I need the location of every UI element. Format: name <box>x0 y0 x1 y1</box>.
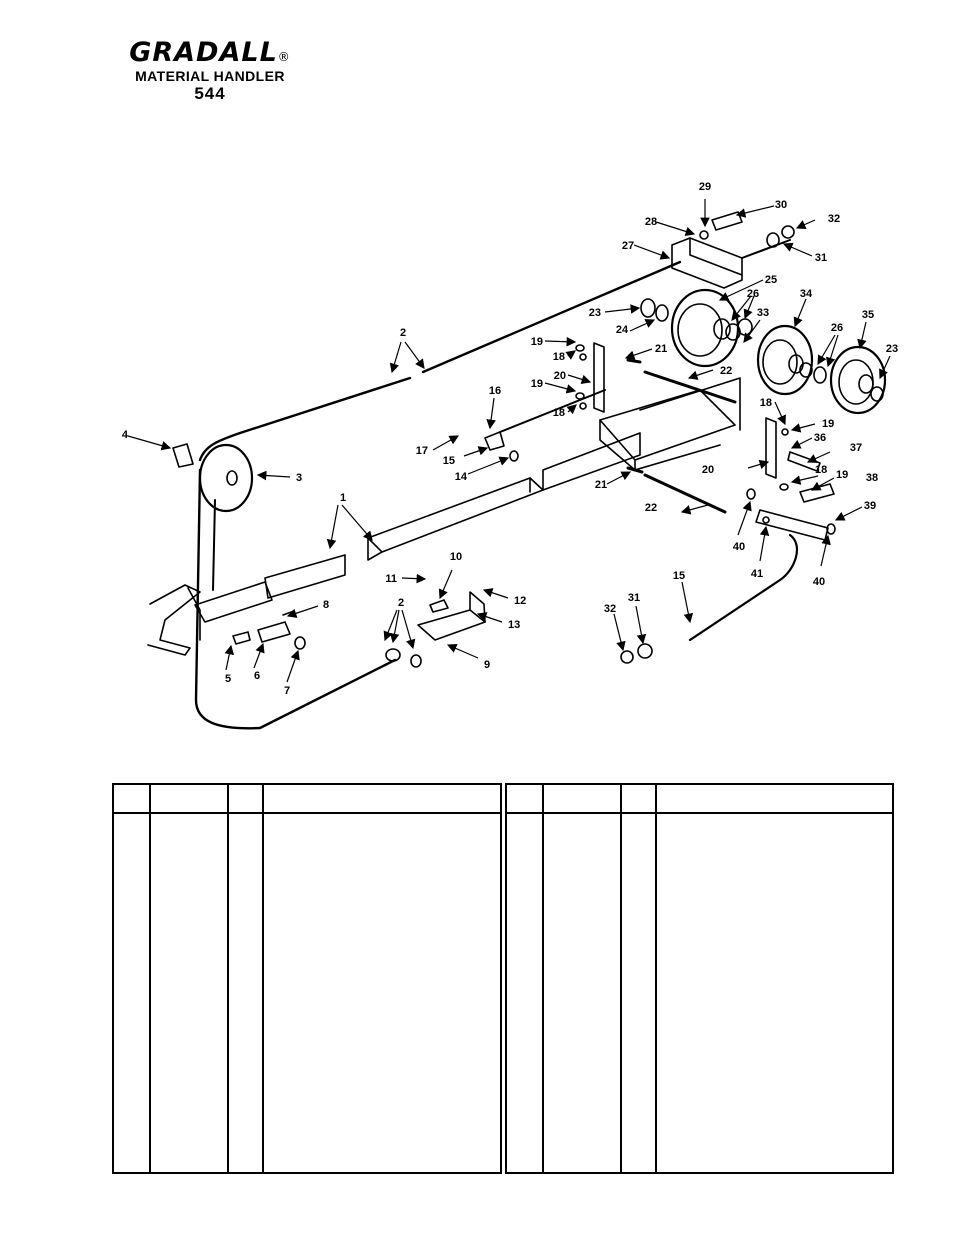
column-divider <box>542 785 544 1172</box>
callout-21-a: 21 <box>655 343 667 355</box>
callout-31-bottom: 31 <box>628 592 640 604</box>
callout-labels: 2 4 3 1 5 6 7 8 9 10 11 12 13 14 15 15 1… <box>122 181 898 697</box>
callout-31-top: 31 <box>815 252 827 264</box>
callout-21-b: 21 <box>595 479 607 491</box>
callout-32-bottom: 32 <box>604 603 616 615</box>
callout-33: 33 <box>757 307 769 319</box>
callout-19-c: 19 <box>822 418 834 430</box>
callout-27: 27 <box>622 240 634 252</box>
callout-9: 9 <box>484 659 490 671</box>
callout-1: 1 <box>340 492 346 504</box>
parts-table-right <box>505 783 894 1174</box>
callout-22-b: 22 <box>645 502 657 514</box>
callout-12: 12 <box>514 595 526 607</box>
callout-20-a: 20 <box>554 370 566 382</box>
callout-24: 24 <box>616 324 629 336</box>
callout-26-b: 26 <box>831 322 843 334</box>
callout-40-a: 40 <box>733 541 745 553</box>
parts-table-left <box>112 783 502 1174</box>
callout-4: 4 <box>122 429 129 441</box>
column-divider <box>227 785 229 1172</box>
callout-13: 13 <box>508 619 520 631</box>
callout-7: 7 <box>284 685 290 697</box>
callout-28: 28 <box>645 216 657 228</box>
callout-35: 35 <box>862 309 874 321</box>
callout-29: 29 <box>699 181 711 193</box>
callout-15-top: 15 <box>443 455 455 467</box>
callout-18-b: 18 <box>553 407 565 419</box>
callout-25: 25 <box>765 274 777 286</box>
product-line: MATERIAL HANDLER <box>135 68 285 84</box>
brand-block: GRADALL® MATERIAL HANDLER 544 <box>110 38 310 104</box>
callout-39: 39 <box>864 500 876 512</box>
callout-10: 10 <box>450 551 462 563</box>
callout-18-a: 18 <box>553 351 565 363</box>
parts-table-left-header <box>114 785 500 814</box>
callout-17: 17 <box>416 445 428 457</box>
callout-23-b: 23 <box>886 343 898 355</box>
exploded-parts-diagram: 2 4 3 1 5 6 7 8 9 10 11 12 13 14 15 15 1… <box>122 181 898 730</box>
callout-5: 5 <box>225 673 231 685</box>
callout-leaders <box>127 199 891 683</box>
callout-22-a: 22 <box>720 365 732 377</box>
callout-15-bottom: 15 <box>673 570 685 582</box>
callout-40-b: 40 <box>813 576 825 588</box>
callout-20-b: 20 <box>702 464 714 476</box>
callout-8: 8 <box>323 599 329 611</box>
callout-11: 11 <box>385 573 397 585</box>
model-number: 544 <box>194 84 226 103</box>
callout-3: 3 <box>296 472 302 484</box>
callout-41: 41 <box>751 568 763 580</box>
callout-36: 36 <box>814 432 826 444</box>
column-divider <box>655 785 657 1172</box>
callout-26-a: 26 <box>747 288 759 300</box>
callout-30: 30 <box>775 199 787 211</box>
column-divider <box>620 785 622 1172</box>
callout-2-bottom: 2 <box>398 597 404 609</box>
callout-23-a: 23 <box>589 307 601 319</box>
callout-16: 16 <box>489 385 501 397</box>
callout-38: 38 <box>866 472 878 484</box>
callout-2-top: 2 <box>400 327 406 339</box>
callout-19-a: 19 <box>531 336 543 348</box>
column-divider <box>262 785 264 1172</box>
gradall-logo: GRADALL® <box>129 37 291 68</box>
callout-37: 37 <box>850 442 862 454</box>
callout-19-d: 19 <box>836 469 848 481</box>
callout-19-b: 19 <box>531 378 543 390</box>
parts-table-right-header <box>507 785 892 814</box>
callout-32-top: 32 <box>828 213 840 225</box>
column-divider <box>149 785 151 1172</box>
callout-6: 6 <box>254 670 260 682</box>
callout-18-c: 18 <box>760 397 772 409</box>
callout-18-d: 18 <box>815 464 827 476</box>
callout-14: 14 <box>455 471 468 483</box>
diagram-linework <box>147 211 887 730</box>
callout-34: 34 <box>800 288 813 300</box>
